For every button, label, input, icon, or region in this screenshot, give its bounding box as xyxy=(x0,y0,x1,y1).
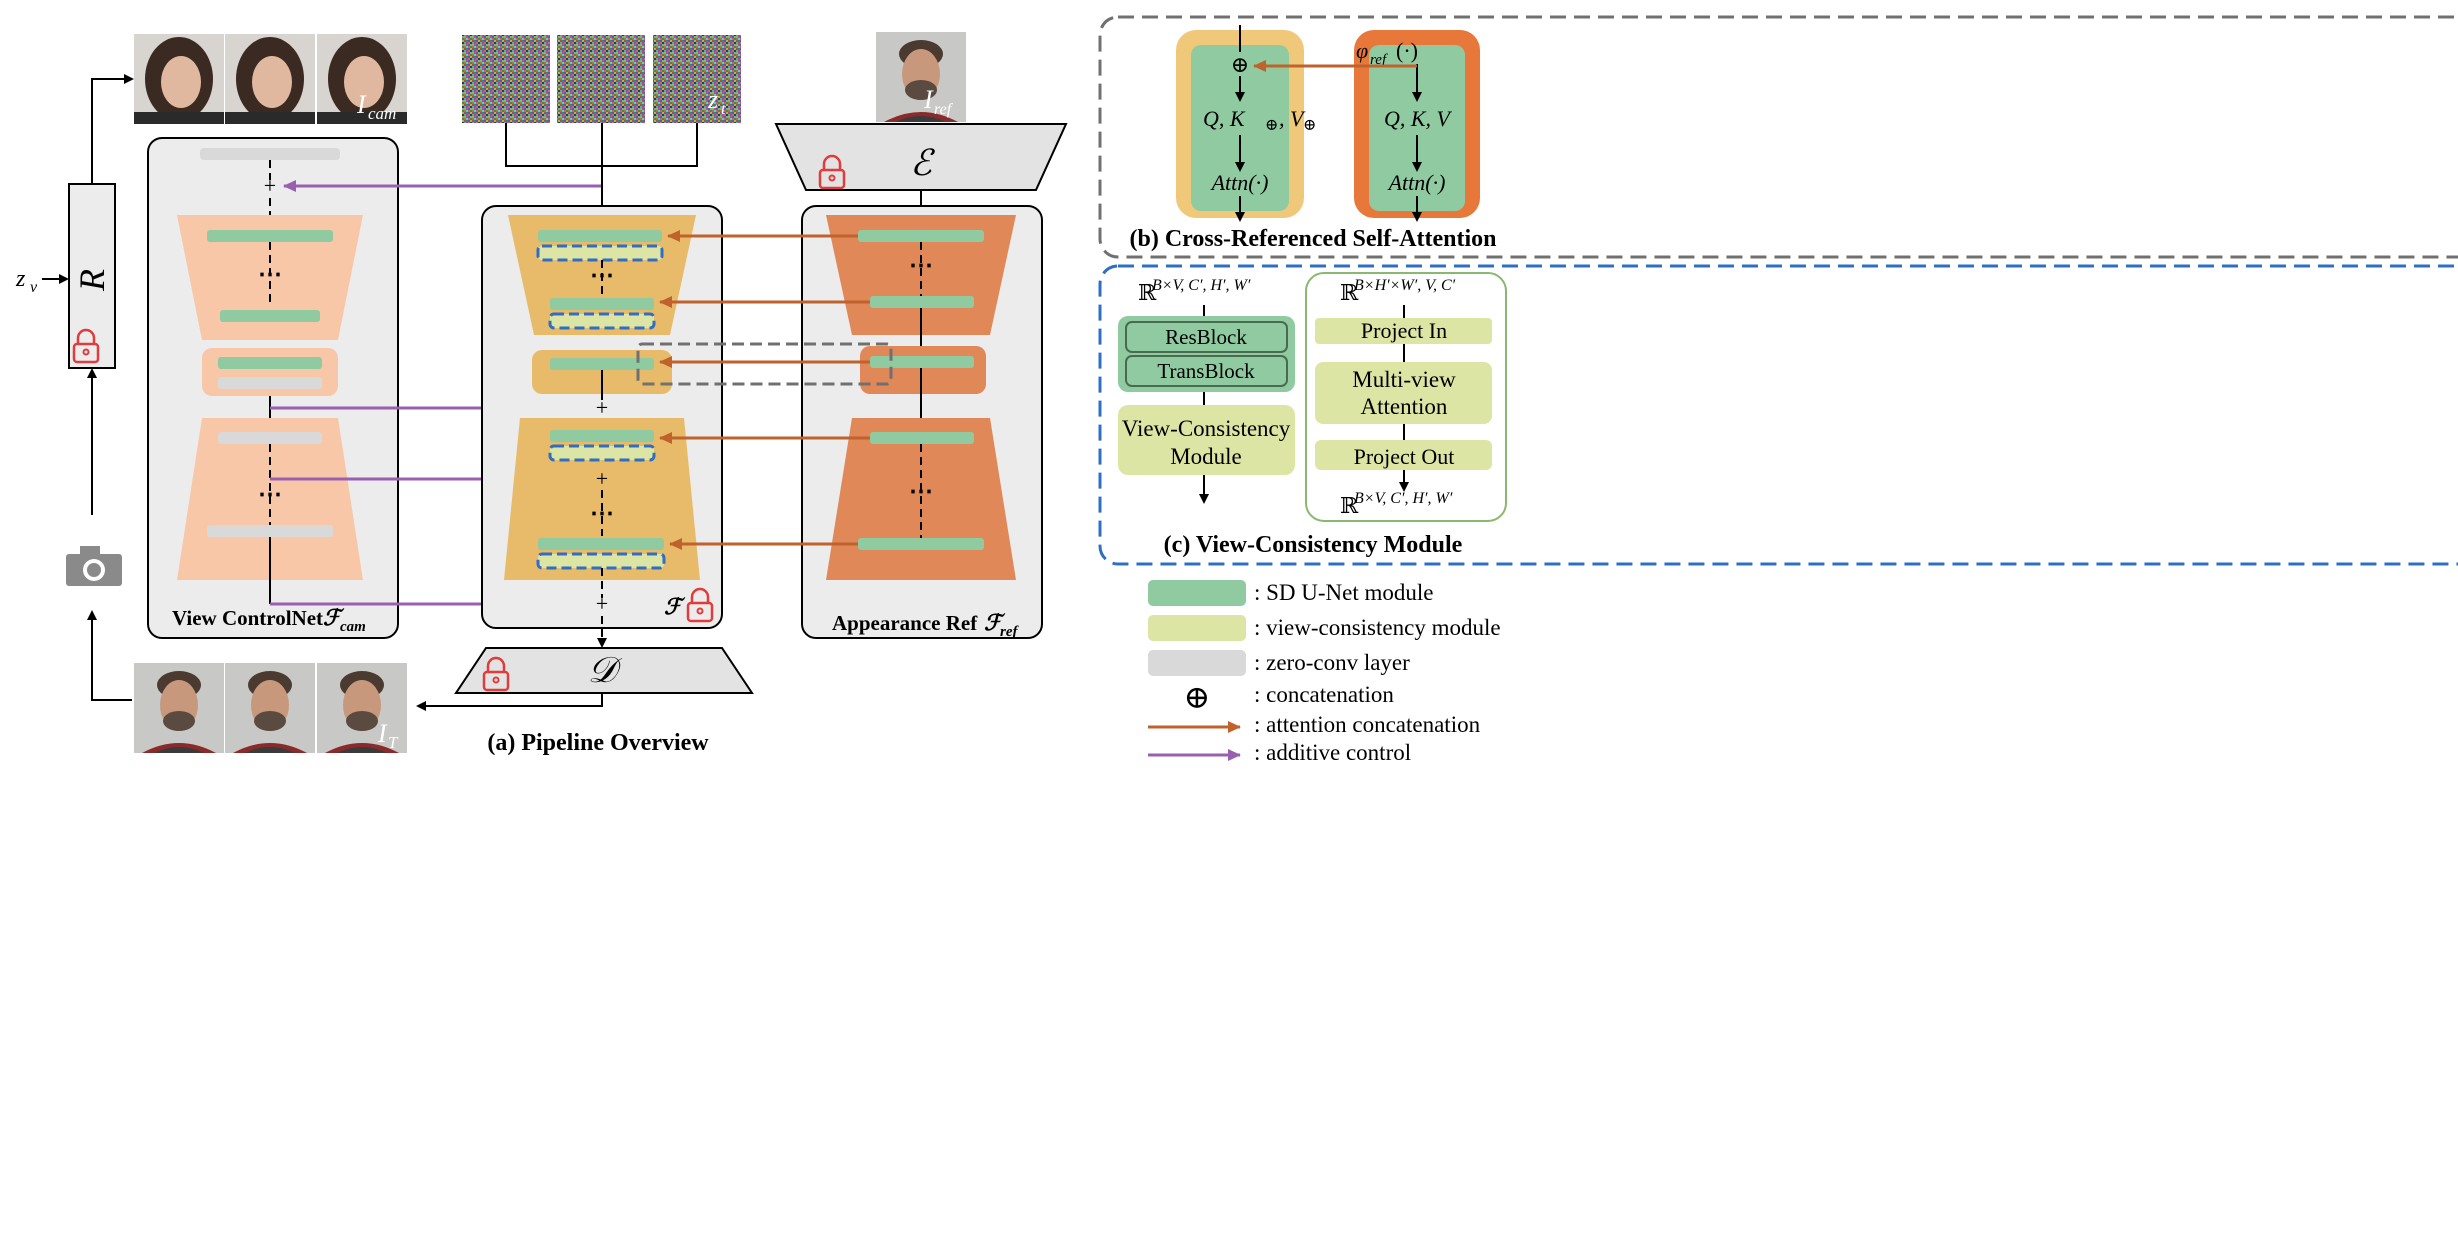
it-images: I T xyxy=(134,663,407,753)
ref-title: Appearance Ref xyxy=(832,611,978,635)
svg-text:(·): (·) xyxy=(1396,38,1418,63)
svg-text:ℱ: ℱ xyxy=(984,610,1006,635)
iref-image: I ref xyxy=(876,32,966,122)
icam-label: I xyxy=(356,90,367,119)
svg-text:TransBlock: TransBlock xyxy=(1157,359,1255,383)
renderer-to-icam-arrow xyxy=(91,74,134,184)
svg-text:+: + xyxy=(264,173,276,198)
svg-text:⋯: ⋯ xyxy=(909,253,933,279)
legend-label: : concatenation xyxy=(1254,682,1394,707)
it-to-camera-arrow xyxy=(87,610,132,701)
svg-text:t: t xyxy=(721,101,726,118)
zv-sub: v xyxy=(30,279,38,296)
svg-text:⋯: ⋯ xyxy=(590,263,614,289)
icam-image-1 xyxy=(134,34,224,124)
camera-icon xyxy=(66,546,122,586)
icam-sub: cam xyxy=(368,104,396,123)
svg-text:Q, K: Q, K xyxy=(1203,106,1246,131)
encoder-label: ℰ xyxy=(910,143,935,183)
decoder-block: 𝒟 xyxy=(454,647,754,694)
view-consistency-caption: (c) View-Consistency Module xyxy=(1164,532,1463,558)
svg-text:⋯: ⋯ xyxy=(909,479,933,505)
svg-text:, V: , V xyxy=(1279,106,1306,131)
svg-text:⊕: ⊕ xyxy=(1265,117,1278,134)
svg-text:z: z xyxy=(707,85,718,114)
icam-images: I cam xyxy=(134,34,407,124)
svg-text:cam: cam xyxy=(340,619,366,635)
svg-text:Attn(·): Attn(·) xyxy=(1387,170,1446,195)
zv-input: z v xyxy=(15,266,69,296)
svg-text:I: I xyxy=(923,85,934,114)
svg-text:T: T xyxy=(388,733,399,752)
legend-label: : SD U-Net module xyxy=(1254,580,1434,605)
encoder-block: ℰ xyxy=(774,123,1068,191)
legend-swatch-vc xyxy=(1148,615,1246,641)
zt-noise-images: z t xyxy=(462,35,741,123)
controlnet-title: View ControlNet xyxy=(172,606,323,630)
view-consistency-panel: ℝ B×V, C′, H′, W′ ResBlock TransBlock Vi… xyxy=(1098,264,2458,566)
attention-concat-arrows xyxy=(659,230,870,550)
it-image-1 xyxy=(134,663,224,753)
svg-text:View-Consistency: View-Consistency xyxy=(1122,416,1291,441)
svg-text:Project In: Project In xyxy=(1361,318,1447,343)
svg-text:ℝ: ℝ xyxy=(1340,280,1359,305)
svg-text:⋯: ⋯ xyxy=(590,501,614,527)
renderer-block: R xyxy=(68,183,116,369)
icam-image-2 xyxy=(225,34,315,124)
svg-text:Attention: Attention xyxy=(1361,394,1448,419)
renderer-label: R xyxy=(72,269,112,292)
svg-text:I: I xyxy=(377,719,388,748)
legend-swatch-zero xyxy=(1148,650,1246,676)
svg-text:Multi-view: Multi-view xyxy=(1352,367,1456,392)
main-unet-panel: ⋯ + + ⋯ + ℱ xyxy=(481,205,723,648)
pipeline-caption: (a) Pipeline Overview xyxy=(487,730,709,756)
svg-text:ref: ref xyxy=(1000,624,1019,640)
svg-text:B×H′×W′, V, C′: B×H′×W′, V, C′ xyxy=(1354,277,1456,294)
svg-text:Attn(·): Attn(·) xyxy=(1210,170,1269,195)
legend-label: : additive control xyxy=(1254,740,1411,765)
svg-text:φ: φ xyxy=(1356,38,1368,63)
svg-text:Project Out: Project Out xyxy=(1354,444,1455,469)
svg-text:⋯: ⋯ xyxy=(258,482,282,508)
svg-text:⊕: ⊕ xyxy=(1231,52,1249,77)
svg-text:ref: ref xyxy=(934,101,954,118)
svg-text:B×V, C′, H′, W′: B×V, C′, H′, W′ xyxy=(1354,490,1453,507)
svg-text:+: + xyxy=(596,466,608,491)
svg-text:ResBlock: ResBlock xyxy=(1165,325,1247,349)
legend-label: : zero-conv layer xyxy=(1254,650,1410,675)
svg-text:Module: Module xyxy=(1170,444,1242,469)
svg-text:+: + xyxy=(596,591,608,616)
svg-text:ℱ: ℱ xyxy=(323,605,345,630)
svg-text:ℱ: ℱ xyxy=(664,594,686,619)
legend: : SD U-Net module : view-consistency mod… xyxy=(1148,580,1501,765)
legend-swatch-sd xyxy=(1148,580,1246,606)
svg-text:ℝ: ℝ xyxy=(1138,280,1157,305)
legend-label: : view-consistency module xyxy=(1254,615,1501,640)
appearance-ref-panel: ⋯ ⋯ Appearance Ref ℱ ref xyxy=(801,205,1043,640)
svg-text:B×V, C′, H′, W′: B×V, C′, H′, W′ xyxy=(1152,277,1251,294)
svg-text:Q, K, V: Q, K, V xyxy=(1384,106,1453,131)
view-controlnet-panel: + ⋯ ⋯ View ControlNet ℱ cam xyxy=(147,137,399,639)
svg-text:ref: ref xyxy=(1370,52,1388,68)
legend-label: : attention concatenation xyxy=(1254,712,1481,737)
oplus-symbol: ⊕ xyxy=(1184,679,1211,715)
cross-attention-caption: (b) Cross-Referenced Self-Attention xyxy=(1129,226,1496,252)
svg-text:⊕: ⊕ xyxy=(1303,117,1316,134)
svg-text:⋯: ⋯ xyxy=(258,262,282,288)
svg-text:+: + xyxy=(596,395,608,420)
it-image-2 xyxy=(225,663,315,753)
cross-attention-panel: ⊕ Q, K ⊕ , V ⊕ Attn(·) φ ref (·) Q, K, V… xyxy=(1098,15,2458,259)
svg-text:ℝ: ℝ xyxy=(1340,493,1359,518)
zv-label: z xyxy=(15,266,26,292)
